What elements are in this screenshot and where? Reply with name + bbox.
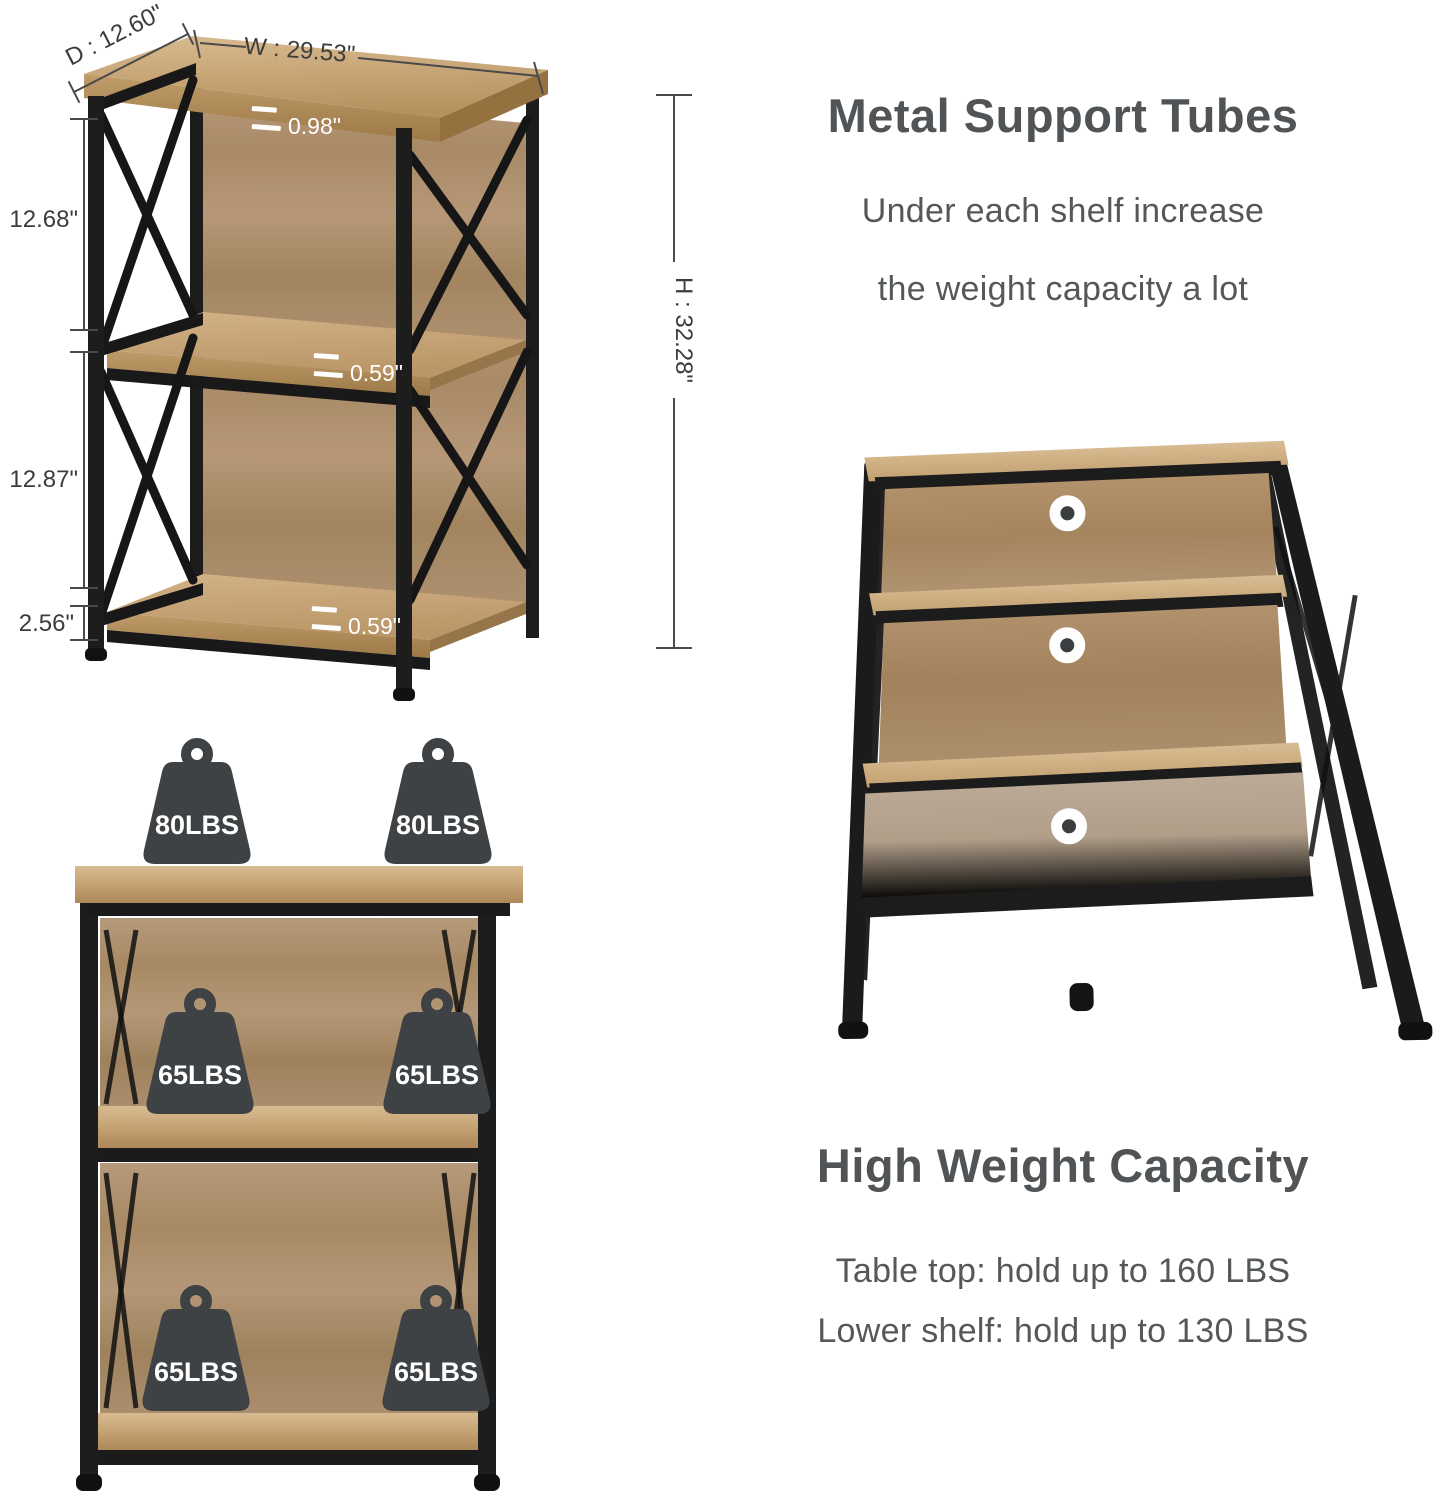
tilted-shelf-3-edge — [862, 742, 1303, 788]
capacity-heading: High Weight Capacity — [816, 1139, 1310, 1192]
svg-text:65LBS: 65LBS — [158, 1060, 242, 1090]
capacity-line2: Lower shelf: hold up to 130 LBS — [817, 1312, 1309, 1350]
capacity-left-foot — [76, 1474, 102, 1491]
svg-text:0.98": 0.98" — [288, 113, 341, 139]
capacity-line1: Table top: hold up to 160 LBS — [835, 1252, 1291, 1290]
capacity-right-leg — [478, 902, 496, 1476]
support-tubes-line1: Under each shelf increase — [861, 192, 1265, 230]
weight-icon: 80LBS — [384, 738, 492, 864]
tilted-photo — [838, 440, 1433, 1041]
ground-clearance-label: 2.56" — [19, 610, 74, 637]
middle-shelf-side — [430, 340, 526, 390]
capacity-top-rail — [88, 903, 510, 916]
tilted-left-foot — [838, 1021, 869, 1040]
bottom-shelf-thickness-callout: 0.59" — [311, 606, 401, 639]
lower-section-label: 12.87" — [9, 466, 78, 493]
back-right-leg — [526, 86, 539, 638]
capacity-bottom-shelf — [90, 1413, 486, 1450]
weight-icon: 65LBS — [146, 988, 254, 1114]
front-right-foot — [393, 688, 415, 701]
tilted-rear-foot — [1069, 982, 1094, 1012]
bottom-shelf-front — [107, 612, 430, 658]
support-tube-marker-icon — [1051, 808, 1088, 845]
front-left-leg — [88, 96, 104, 652]
svg-text:65LBS: 65LBS — [394, 1357, 478, 1387]
tilted-shelf-2-edge — [869, 574, 1288, 616]
dimension-lines — [67, 22, 692, 649]
weight-icon: 65LBS — [382, 1285, 490, 1411]
weight-icon: 65LBS — [383, 988, 491, 1114]
support-tube-marker-icon — [1049, 495, 1086, 532]
capacity-photo: 80LBS 80LBS 65LBS 65LBS 65LBS 65LBS — [75, 738, 523, 1491]
tilted-right-inner-leg — [1256, 469, 1378, 990]
middle-shelf-rail — [107, 368, 430, 408]
svg-text:0.59": 0.59" — [348, 613, 401, 639]
tilted-right-leg — [1266, 451, 1425, 1031]
front-left-foot — [85, 648, 107, 661]
tilted-top-board — [864, 440, 1289, 482]
middle-shelf-top — [107, 312, 526, 378]
height-label: H : 32.28" — [670, 277, 697, 383]
capacity-middle-shelf-rail — [86, 1148, 490, 1162]
upper-section-label: 12.68" — [9, 206, 78, 233]
svg-text:65LBS: 65LBS — [395, 1060, 479, 1090]
tilted-panel-1 — [881, 473, 1277, 598]
bottom-shelf-rail — [107, 630, 430, 670]
capacity-right-foot — [474, 1474, 500, 1491]
tilted-right-foot — [1398, 1021, 1433, 1041]
tilted-panel-2 — [878, 604, 1287, 768]
support-tubes-heading: Metal Support Tubes — [827, 89, 1299, 142]
bottom-shelf-side — [430, 602, 526, 652]
svg-text:80LBS: 80LBS — [396, 810, 480, 840]
support-tubes-line2: the weight capacity a lot — [877, 270, 1249, 308]
capacity-top-board — [75, 866, 523, 903]
support-tube-marker-icon — [1049, 627, 1086, 664]
weight-icon: 65LBS — [142, 1285, 250, 1411]
capacity-left-leg — [80, 902, 98, 1476]
svg-text:65LBS: 65LBS — [154, 1357, 238, 1387]
capacity-bottom-shelf-rail — [86, 1450, 490, 1465]
svg-text:0.59": 0.59" — [350, 360, 403, 386]
top-board-side — [440, 70, 548, 142]
top-thickness-callout: 0.98" — [251, 106, 341, 139]
tilted-panel-3 — [861, 772, 1312, 902]
middle-shelf-thickness-callout: 0.59" — [313, 353, 403, 386]
svg-text:80LBS: 80LBS — [155, 810, 239, 840]
weight-icon: 80LBS — [143, 738, 251, 864]
dimension-photo: D : 12.60" W : 29.53" H : 32.28" 12.68" … — [9, 0, 697, 701]
front-right-leg — [396, 128, 412, 692]
